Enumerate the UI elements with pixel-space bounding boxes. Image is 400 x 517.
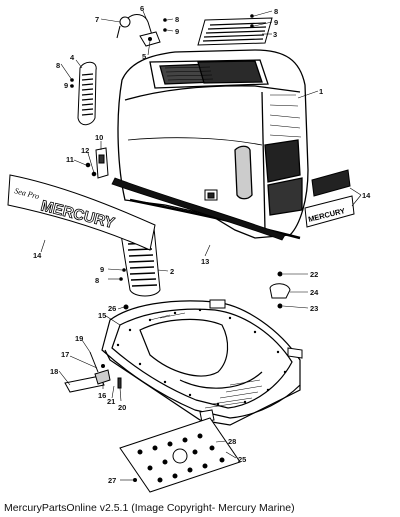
mounting-plate bbox=[119, 417, 241, 493]
footer-app-name: MercuryPartsOnline v2.5.1 bbox=[4, 502, 129, 514]
bottom-cowl bbox=[101, 300, 301, 426]
leader-lines bbox=[40, 10, 362, 481]
fastener-27 bbox=[133, 478, 137, 482]
bottom-cowl-latches bbox=[199, 299, 303, 423]
callout-9d: 9 bbox=[100, 265, 104, 274]
latch-assembly bbox=[64, 351, 122, 393]
cowl-latch bbox=[204, 189, 218, 201]
callout-9b: 9 bbox=[274, 18, 278, 27]
bottom-cowl-rivets bbox=[116, 308, 287, 406]
callout-9c: 9 bbox=[64, 81, 68, 90]
exploded-parts-diagram: MERCURY Sea Pro MERCURY bbox=[7, 4, 371, 493]
callout-15: 15 bbox=[98, 311, 106, 320]
callout-9a: 9 bbox=[175, 27, 179, 36]
lanyard-cable bbox=[116, 14, 161, 47]
callout-24: 24 bbox=[310, 288, 319, 297]
callout-5: 5 bbox=[142, 52, 146, 61]
callout-21: 21 bbox=[107, 397, 115, 406]
callout-25: 25 bbox=[238, 455, 246, 464]
callout-1: 1 bbox=[319, 87, 323, 96]
callout-10: 10 bbox=[95, 133, 103, 142]
callout-8c: 8 bbox=[56, 61, 60, 70]
callout-13: 13 bbox=[201, 257, 209, 266]
callout-11: 11 bbox=[66, 155, 74, 164]
callout-4: 4 bbox=[70, 53, 75, 62]
latch-bracket bbox=[85, 147, 109, 179]
footer-copyright: (Image Copyright- Mercury Marine) bbox=[131, 502, 295, 514]
callout-27: 27 bbox=[108, 476, 116, 485]
callout-23: 23 bbox=[310, 304, 318, 313]
callout-labels: 1 2 3 4 5 6 7 8 9 8 9 8 9 10 11 12 13 14… bbox=[33, 4, 371, 485]
callout-14b: 14 bbox=[362, 191, 371, 200]
side-vent-grille bbox=[77, 61, 97, 126]
callout-26: 26 bbox=[108, 304, 116, 313]
footer-caption: MercuryPartsOnline v2.5.1 (Image Copyrig… bbox=[4, 502, 295, 514]
callout-12: 12 bbox=[81, 146, 89, 155]
callout-8a: 8 bbox=[175, 15, 179, 24]
cowl-shading bbox=[164, 66, 302, 138]
callout-14a: 14 bbox=[33, 251, 42, 260]
clamp-assembly bbox=[269, 271, 291, 309]
callout-8d: 8 bbox=[95, 276, 99, 285]
top-vent-grille bbox=[197, 17, 273, 46]
callout-2: 2 bbox=[170, 267, 174, 276]
callout-17: 17 bbox=[61, 350, 69, 359]
callout-3: 3 bbox=[273, 30, 277, 39]
callout-22: 22 bbox=[310, 270, 318, 279]
callout-7: 7 bbox=[95, 15, 99, 24]
callout-19: 19 bbox=[75, 334, 83, 343]
callout-28: 28 bbox=[228, 437, 236, 446]
seal-strip bbox=[111, 177, 286, 241]
callout-18: 18 bbox=[50, 367, 58, 376]
top-cowl bbox=[117, 49, 309, 240]
callout-16: 16 bbox=[98, 391, 106, 400]
side-decal-small: MERCURY bbox=[304, 169, 355, 228]
callout-20: 20 bbox=[118, 403, 126, 412]
callout-6: 6 bbox=[140, 4, 144, 13]
callout-8b: 8 bbox=[274, 7, 278, 16]
bottom-cowl-shading bbox=[149, 312, 263, 409]
